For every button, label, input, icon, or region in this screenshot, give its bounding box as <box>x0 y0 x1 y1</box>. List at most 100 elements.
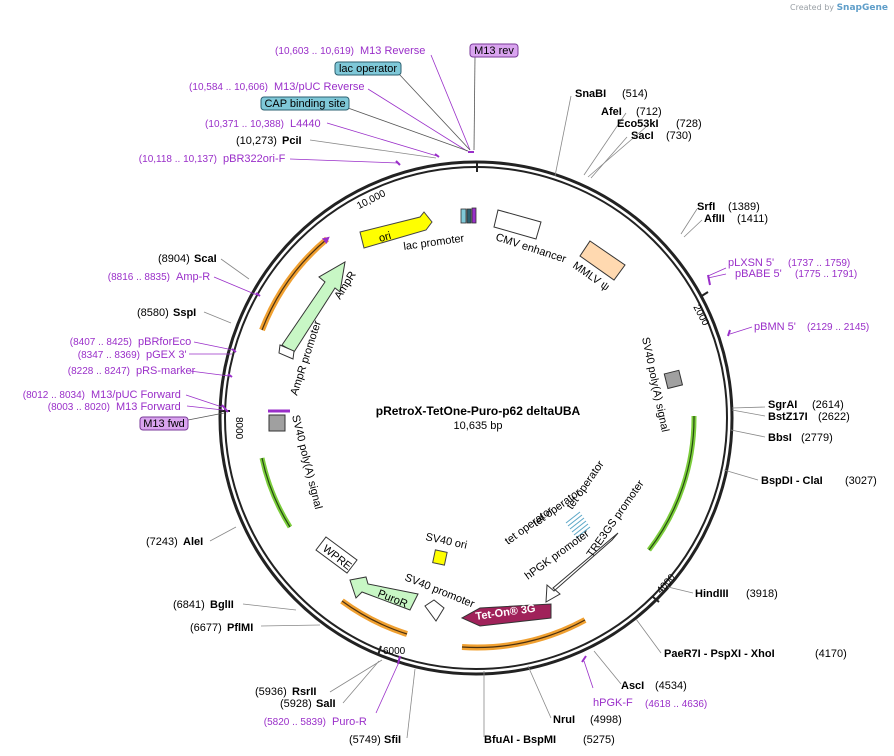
svg-text:(730): (730) <box>666 130 692 142</box>
svg-text:PflMI: PflMI <box>227 622 253 634</box>
svg-text:(2614): (2614) <box>812 399 844 411</box>
tick-4000 <box>652 596 660 603</box>
svg-text:NruI: NruI <box>553 714 575 726</box>
plxsn-name: pLXSN 5' <box>728 257 774 269</box>
puror-feature <box>349 576 419 611</box>
sv40-polya-left-box <box>268 414 286 432</box>
site-aflii: AflII (1411) <box>704 213 768 225</box>
svg-text:BfuAI - BspMI: BfuAI - BspMI <box>484 734 556 746</box>
mmlv-psi-feature <box>579 240 626 281</box>
tick-label-10000: 10,000 <box>355 188 388 212</box>
cap-site-mark <box>466 208 472 224</box>
site-sali: (5928) SalI <box>280 698 336 710</box>
m13-puc-reverse-name: M13/pUC Reverse <box>274 81 364 93</box>
primer-mark-l4440 <box>434 153 440 158</box>
ori-feature <box>359 211 433 249</box>
teton-feature <box>460 603 552 627</box>
svg-text:AfeI: AfeI <box>601 106 622 118</box>
svg-text:(728): (728) <box>676 118 702 130</box>
svg-text:(7243): (7243) <box>146 536 178 548</box>
credit-prefix: Created by <box>790 3 835 12</box>
sv40-polya-left-arc <box>259 457 293 529</box>
sv40-promoter-feature <box>424 599 445 622</box>
m13-rev-text: M13 rev <box>474 45 514 57</box>
wpre-feature <box>315 536 358 574</box>
svg-text:ScaI: ScaI <box>194 253 217 265</box>
site-sfii: (5749) SfiI <box>349 734 401 746</box>
site-afei: AfeI (712) <box>601 106 662 118</box>
svg-text:AflII: AflII <box>704 213 725 225</box>
site-bglii: (6841) BglII <box>173 599 234 611</box>
plasmid-size: 10,635 bp <box>454 420 503 432</box>
m13rev-mark <box>471 207 477 224</box>
m13-forward-name: M13 Forward <box>116 401 181 413</box>
m13-puc-reverse-pos: (10,584 .. 10,606) <box>189 82 268 93</box>
tick-marks <box>220 161 709 656</box>
hpgkf-pos: (4618 .. 4636) <box>645 699 707 710</box>
tet-operator-2-label: tet operator <box>503 504 556 547</box>
svg-text:(3918): (3918) <box>746 588 778 600</box>
svg-text:AscI: AscI <box>621 680 644 692</box>
site-pflmi: (6677) PflMI <box>190 622 253 634</box>
sv40-polya-right-box <box>663 369 684 390</box>
ampr-primer-pos: (8816 .. 8835) <box>108 272 170 283</box>
site-scai: (8904) ScaI <box>158 253 217 265</box>
tick-label-6000: 6000 <box>383 646 406 657</box>
puror-primer-name: Puro-R <box>332 716 367 728</box>
primer-mark-ampr <box>255 292 261 297</box>
svg-text:SgrAI: SgrAI <box>768 399 797 411</box>
svg-text:(6677): (6677) <box>190 622 222 634</box>
teton-outer-line <box>461 619 586 649</box>
cmv-enhancer-feature <box>493 209 542 240</box>
svg-text:(5749): (5749) <box>349 734 381 746</box>
site-bfuai-bspmi: BfuAI - BspMI (5275) <box>484 734 615 746</box>
primer-mark-prs <box>227 373 233 378</box>
sv40-polya-right-label: SV40 poly(A) signal <box>639 336 671 433</box>
m13-fwd-box: M13 fwd <box>139 416 189 431</box>
primer-mark-hpgkf <box>581 655 587 663</box>
pgex3-pos: (8347 .. 8369) <box>78 350 140 361</box>
snapgene-logo: SnapGene <box>836 3 888 13</box>
m13-forward-pos: (8003 .. 8020) <box>48 402 110 413</box>
sv40-ori-label: SV40 ori <box>424 531 468 552</box>
l4440-pos: (10,371 .. 10,388) <box>205 119 284 130</box>
m13-fwd-text: M13 fwd <box>143 418 185 430</box>
svg-text:SnaBI: SnaBI <box>575 88 606 100</box>
tick-2000 <box>699 291 709 298</box>
svg-text:(8580): (8580) <box>137 307 169 319</box>
pbr322ori-name: pBR322ori-F <box>223 153 286 165</box>
lac-operator-box: lac operator <box>334 61 402 76</box>
snapgene-credit: Created by SnapGene <box>790 3 888 13</box>
tick-label-4000: 4000 <box>655 572 678 596</box>
tet-operator-stack <box>565 511 591 539</box>
primer-mark-pbmn <box>727 329 731 337</box>
pbmn-name: pBMN 5' <box>754 321 796 333</box>
ampr-outer-line <box>261 236 330 331</box>
svg-text:BstZ17I: BstZ17I <box>768 411 808 423</box>
lac-operator-text: lac operator <box>339 63 397 75</box>
primer-mark-m13fwd <box>221 404 229 413</box>
hpgk-promoter-label: hPGK promoter <box>523 528 592 583</box>
svg-text:(3027): (3027) <box>845 475 877 487</box>
svg-text:(2779): (2779) <box>801 432 833 444</box>
cap-binding-box: CAP binding site <box>260 96 350 111</box>
svg-text:BspDI - ClaI: BspDI - ClaI <box>761 475 823 487</box>
svg-text:(8904): (8904) <box>158 253 190 265</box>
svg-text:SacI: SacI <box>631 130 654 142</box>
site-hindiii: HindIII (3918) <box>695 588 778 600</box>
svg-text:RsrII: RsrII <box>292 686 316 698</box>
svg-text:SfiI: SfiI <box>384 734 401 746</box>
svg-text:PaeR7I - PspXI - XhoI: PaeR7I - PspXI - XhoI <box>664 648 775 660</box>
pbabe-pos: (1775 .. 1791) <box>795 269 857 280</box>
svg-text:HindIII: HindIII <box>695 588 729 600</box>
l4440-name: L4440 <box>290 118 321 130</box>
ampr-primer-name: Amp-R <box>176 271 210 283</box>
primer-marks <box>221 151 731 665</box>
svg-text:AleI: AleI <box>183 536 203 548</box>
site-eco53ki: Eco53kI (728) <box>617 118 702 130</box>
site-bbsi: BbsI (2779) <box>768 432 833 444</box>
lac-operator-mark <box>460 208 467 224</box>
plasmid-name: pRetroX-TetOne-Puro-p62 deltaUBA <box>376 404 581 418</box>
site-snabi: SnaBI (514) <box>575 88 648 100</box>
